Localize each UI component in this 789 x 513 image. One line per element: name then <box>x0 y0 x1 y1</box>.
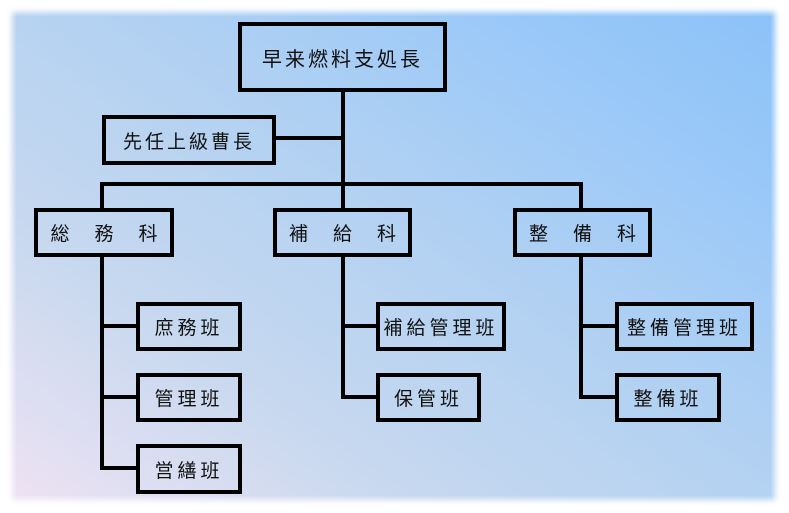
section-chars: 総 務 科 <box>52 212 156 253</box>
connector-unit-2-1 <box>341 324 378 328</box>
section-char: 給 <box>333 219 352 246</box>
unit-label: 整備班 <box>633 388 703 410</box>
connector-section-1-stem <box>100 254 104 470</box>
connector-section-2-drop <box>341 182 345 210</box>
unit-box: 補給管理班 <box>376 302 506 351</box>
unit-box: 庶務班 <box>136 302 242 351</box>
staff-label: 先任上級曹長 <box>122 130 255 153</box>
section-box-supply: 補給科 補 給 科 <box>273 208 412 257</box>
connector-unit-1-2 <box>100 395 138 399</box>
unit-label: 整備管理班 <box>626 317 742 339</box>
unit-label: 保管班 <box>393 388 463 410</box>
section-label: 整備科 <box>529 223 662 245</box>
connector-unit-3-2 <box>579 395 617 399</box>
section-char: 科 <box>615 219 634 246</box>
unit-label: 補給管理班 <box>383 317 499 339</box>
connector-unit-2-2 <box>341 395 378 399</box>
unit-label: 営繕班 <box>154 459 224 482</box>
unit-box: 営繕班 <box>136 444 242 494</box>
unit-box: 整備管理班 <box>615 302 754 351</box>
connector-unit-3-1 <box>579 324 617 328</box>
section-char: 総 <box>52 219 71 246</box>
section-char: 備 <box>573 219 592 246</box>
unit-label: 管理班 <box>154 388 224 410</box>
section-char: 補 <box>291 219 310 246</box>
unit-box: 保管班 <box>376 373 481 422</box>
unit-label: 庶務班 <box>154 317 224 339</box>
connector-section-1-drop <box>100 182 104 210</box>
section-char: 科 <box>375 219 394 246</box>
connector-unit-1-3 <box>100 466 138 470</box>
root-label: 早来燃料支処長 <box>262 46 423 71</box>
section-label: 補給科 <box>289 223 422 245</box>
unit-box: 管理班 <box>136 373 242 422</box>
section-box-general-affairs: 総務科 総 務 科 <box>34 208 174 257</box>
connector-unit-1-1 <box>100 324 138 328</box>
unit-box: 整備班 <box>615 373 721 422</box>
section-box-maintenance: 整備科 整 備 科 <box>513 208 652 257</box>
connector-section-3-drop <box>579 182 583 210</box>
section-char: 整 <box>531 219 550 246</box>
section-char: 務 <box>94 219 113 246</box>
section-char: 科 <box>137 219 156 246</box>
connector-staff <box>273 136 345 140</box>
section-chars: 整 備 科 <box>531 212 634 253</box>
section-label: 総務科 <box>50 223 183 245</box>
staff-box: 先任上級曹長 <box>102 115 276 165</box>
section-chars: 補 給 科 <box>291 212 394 253</box>
root-box: 早来燃料支処長 <box>238 22 447 92</box>
